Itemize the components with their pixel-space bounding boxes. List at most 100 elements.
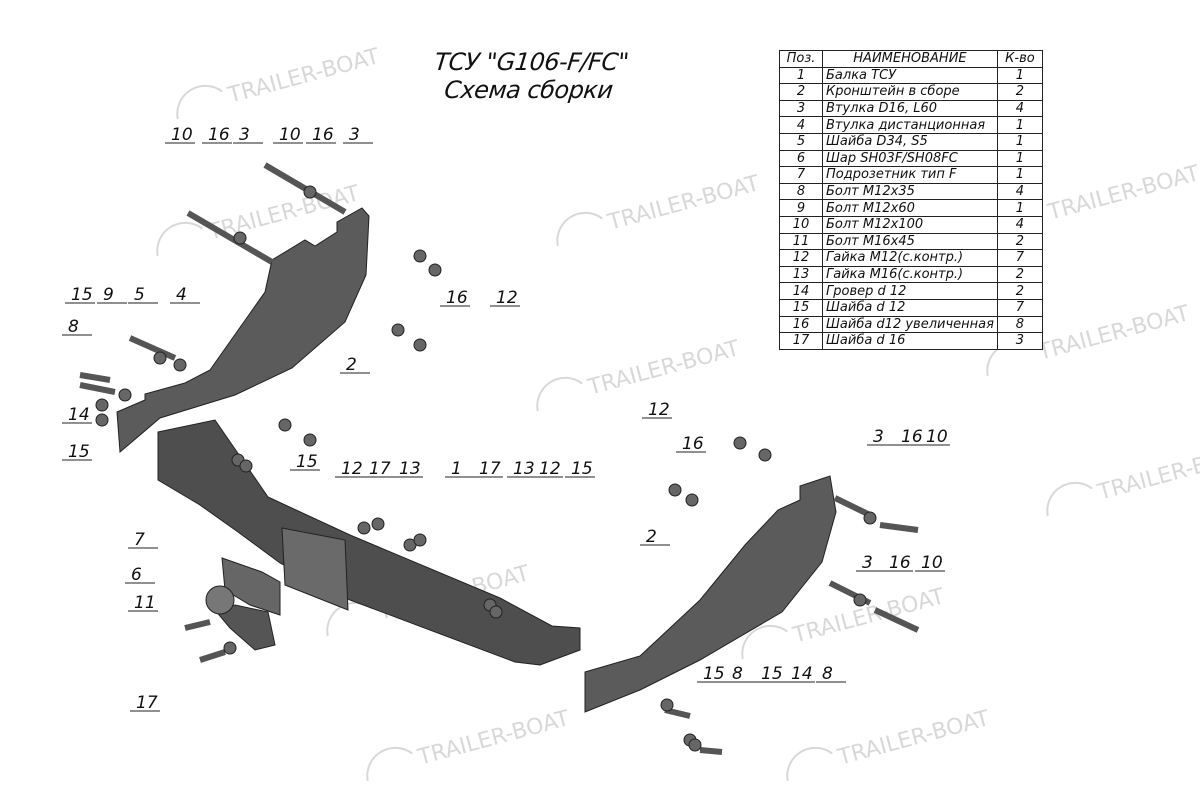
callout-number: 17: [479, 459, 501, 479]
row-pos: 7: [779, 166, 823, 184]
nut-washer: [357, 521, 371, 535]
row-qty: 1: [996, 199, 1043, 217]
callout-number: 3: [239, 125, 250, 145]
callout-number: 17: [136, 693, 158, 713]
row-name: Болт М12х35: [822, 182, 998, 201]
nut-washer: [95, 413, 109, 427]
boat-logo-icon: [786, 746, 833, 782]
callout-number: 11: [134, 593, 156, 613]
drawing-title: ТСУ "G106-F/FC" Схема сборки: [397, 48, 663, 104]
row-name: Шар SH03F/SH08FC: [822, 149, 998, 168]
callout-number: 2: [646, 527, 657, 547]
row-pos: 9: [779, 199, 823, 217]
bolt: [128, 335, 177, 361]
nut-washer: [371, 517, 385, 531]
nut-washer: [688, 738, 702, 752]
nut-washer: [489, 605, 503, 619]
row-pos: 3: [779, 99, 823, 118]
row-pos: 15: [779, 298, 823, 317]
row-pos: 4: [779, 116, 823, 134]
row-name: Шайба d12 увеличенная: [822, 315, 998, 334]
callout-number: 3: [873, 427, 884, 447]
bolt: [79, 372, 111, 383]
bolt: [184, 619, 211, 631]
row-qty: 1: [996, 166, 1043, 184]
row-pos: 6: [779, 149, 823, 168]
nut-washer: [758, 448, 772, 462]
watermark-text: TRAILER-BOAT: [584, 336, 742, 401]
callout-number: 16: [889, 553, 911, 573]
callout-number: 14: [68, 405, 90, 425]
row-pos: 12: [779, 249, 823, 267]
row-name: Гайка М16(с.контр.): [822, 265, 998, 284]
title-line-2: Схема сборки: [442, 76, 615, 104]
callout-number: 12: [539, 459, 561, 479]
nut-washer: [853, 593, 867, 607]
watermark-text: TRAILER-BOAT: [834, 706, 992, 771]
watermark-text: TRAILER-BOAT: [1094, 441, 1200, 506]
watermark-text: TRAILER-BOAT: [604, 171, 762, 236]
row-name: Балка ТСУ: [822, 66, 998, 85]
row-name: Гровер d 12: [822, 282, 998, 300]
row-name: Кронштейн в сборе: [822, 83, 998, 101]
watermark: TRAILER-BOAT: [536, 336, 743, 412]
row-pos: 2: [779, 83, 823, 101]
callout-number: 15: [703, 664, 725, 684]
header-qty: К-во: [996, 50, 1043, 68]
row-qty: 2: [996, 232, 1043, 251]
nut-washer: [95, 398, 109, 412]
beam: [157, 419, 581, 666]
row-name: Болт М12х100: [822, 215, 998, 234]
nut-washer: [413, 533, 427, 547]
row-pos: 17: [779, 332, 823, 350]
bolt: [833, 495, 872, 518]
row-name: Гайка М12(с.контр.): [822, 249, 998, 267]
callout-number: 10: [171, 125, 193, 145]
row-qty: 4: [996, 182, 1043, 201]
ball-mount: [214, 604, 276, 651]
row-pos: 16: [779, 315, 823, 334]
right-bracket: [584, 475, 837, 713]
row-pos: 1: [779, 66, 823, 85]
callout-number: 14: [791, 664, 813, 684]
row-qty: 2: [996, 282, 1043, 300]
nut-washer: [660, 698, 674, 712]
row-name: Болт М16х45: [822, 232, 998, 251]
callout-number: 1: [451, 459, 462, 479]
callout-number: 10: [926, 427, 948, 447]
watermark: TRAILER-BOAT: [176, 44, 383, 120]
header-pos: Поз.: [779, 50, 823, 68]
boat-logo-icon: [176, 84, 223, 120]
boat-logo-icon: [366, 746, 413, 782]
watermark: TRAILER-BOAT: [366, 706, 573, 782]
watermark-text: TRAILER-BOAT: [224, 44, 382, 109]
row-pos: 14: [779, 282, 823, 300]
beam-plate: [281, 527, 349, 611]
callout-number: 12: [496, 288, 518, 308]
nut-washer: [391, 323, 405, 337]
nut-washer: [118, 388, 132, 402]
callout-number: 17: [369, 459, 391, 479]
nut-washer: [303, 433, 317, 447]
row-qty: 1: [996, 116, 1043, 134]
callout-number: 3: [862, 553, 873, 573]
callout-number: 16: [446, 288, 468, 308]
watermark: TRAILER-BOAT: [1046, 441, 1200, 517]
nut-washer: [303, 185, 317, 199]
callout-number: 12: [648, 400, 670, 420]
row-name: Втулка дистанционная: [822, 116, 998, 134]
